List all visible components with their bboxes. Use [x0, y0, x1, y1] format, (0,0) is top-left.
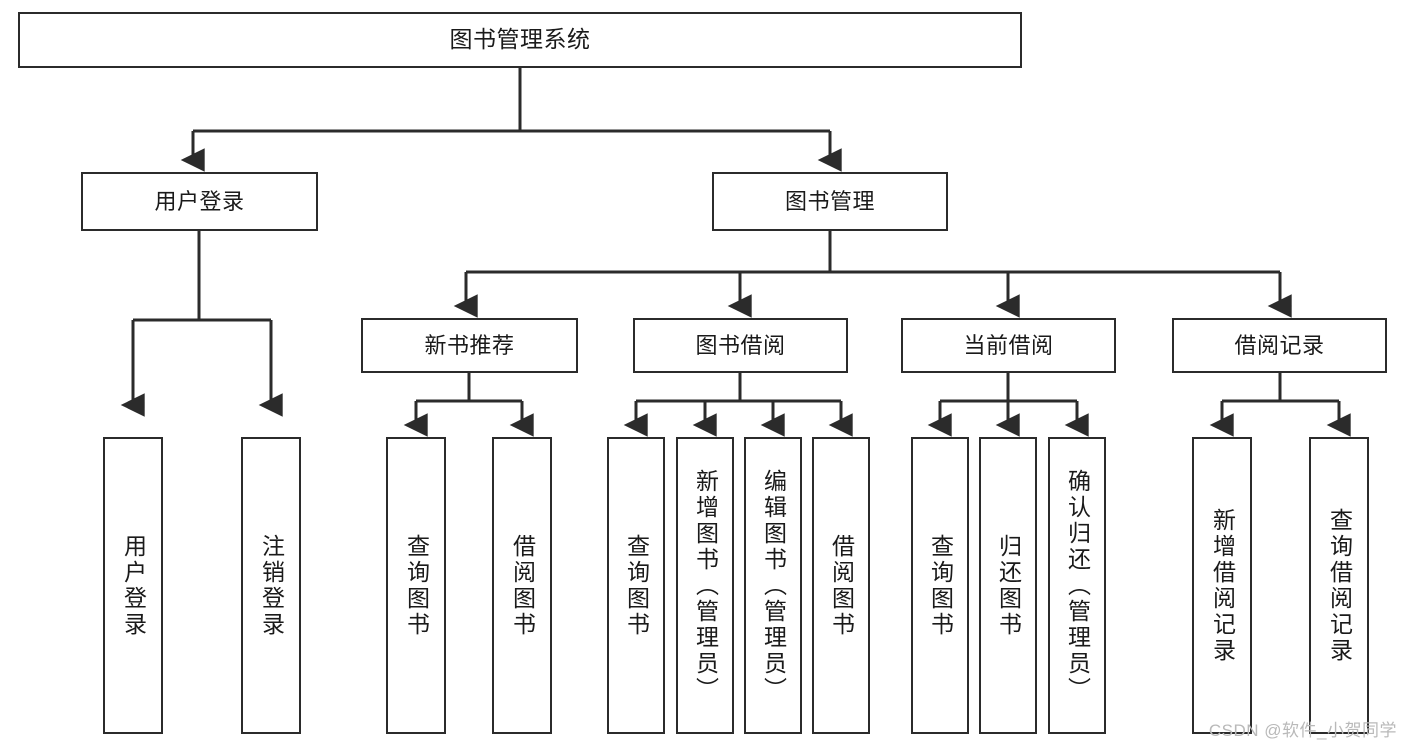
node-label: 查询借阅记录: [1326, 507, 1353, 664]
node-leaf-add-record[interactable]: 新增借阅记录: [1192, 437, 1252, 734]
node-root-system[interactable]: 图书管理系统: [18, 12, 1022, 68]
node-label: 图书管理系统: [449, 26, 591, 53]
node-label: 确认归还（管理员）: [1064, 468, 1091, 703]
node-label: 借阅记录: [1234, 332, 1325, 358]
node-book-borrow[interactable]: 图书借阅: [633, 318, 848, 373]
node-new-book-rec[interactable]: 新书推荐: [361, 318, 578, 373]
node-label: 查询图书: [623, 533, 650, 638]
node-label: 注销登录: [258, 533, 285, 638]
node-leaf-return-book[interactable]: 归还图书: [979, 437, 1037, 734]
node-label: 图书管理: [784, 188, 875, 214]
node-leaf-user-login[interactable]: 用户登录: [103, 437, 163, 734]
node-label: 图书借阅: [695, 332, 786, 358]
node-book-manage[interactable]: 图书管理: [712, 172, 948, 231]
node-borrow-record[interactable]: 借阅记录: [1172, 318, 1387, 373]
node-leaf-logout[interactable]: 注销登录: [241, 437, 301, 734]
node-label: 当前借阅: [963, 332, 1054, 358]
node-leaf-query-book-1[interactable]: 查询图书: [386, 437, 446, 734]
node-leaf-query-record[interactable]: 查询借阅记录: [1309, 437, 1369, 734]
node-label: 编辑图书（管理员）: [760, 468, 787, 703]
node-label: 用户登录: [120, 533, 147, 638]
node-label: 新增借阅记录: [1209, 507, 1236, 664]
node-label: 新增图书（管理员）: [692, 468, 719, 703]
node-leaf-edit-book[interactable]: 编辑图书（管理员）: [744, 437, 802, 734]
node-label: 借阅图书: [828, 533, 855, 638]
node-label: 归还图书: [995, 533, 1022, 638]
node-label: 查询图书: [927, 533, 954, 638]
node-label: 查询图书: [403, 533, 430, 638]
csdn-watermark: CSDN @软件_小贺同学: [1208, 721, 1397, 740]
node-label: 新书推荐: [424, 332, 515, 358]
node-leaf-borrow-book-2[interactable]: 借阅图书: [812, 437, 870, 734]
node-label: 借阅图书: [509, 533, 536, 638]
node-leaf-query-book-3[interactable]: 查询图书: [911, 437, 969, 734]
node-current-borrow[interactable]: 当前借阅: [901, 318, 1116, 373]
node-leaf-query-book-2[interactable]: 查询图书: [607, 437, 665, 734]
node-leaf-add-book[interactable]: 新增图书（管理员）: [676, 437, 734, 734]
node-label: 用户登录: [154, 188, 245, 214]
node-user-login[interactable]: 用户登录: [81, 172, 318, 231]
node-leaf-confirm-return[interactable]: 确认归还（管理员）: [1048, 437, 1106, 734]
node-leaf-borrow-book-1[interactable]: 借阅图书: [492, 437, 552, 734]
